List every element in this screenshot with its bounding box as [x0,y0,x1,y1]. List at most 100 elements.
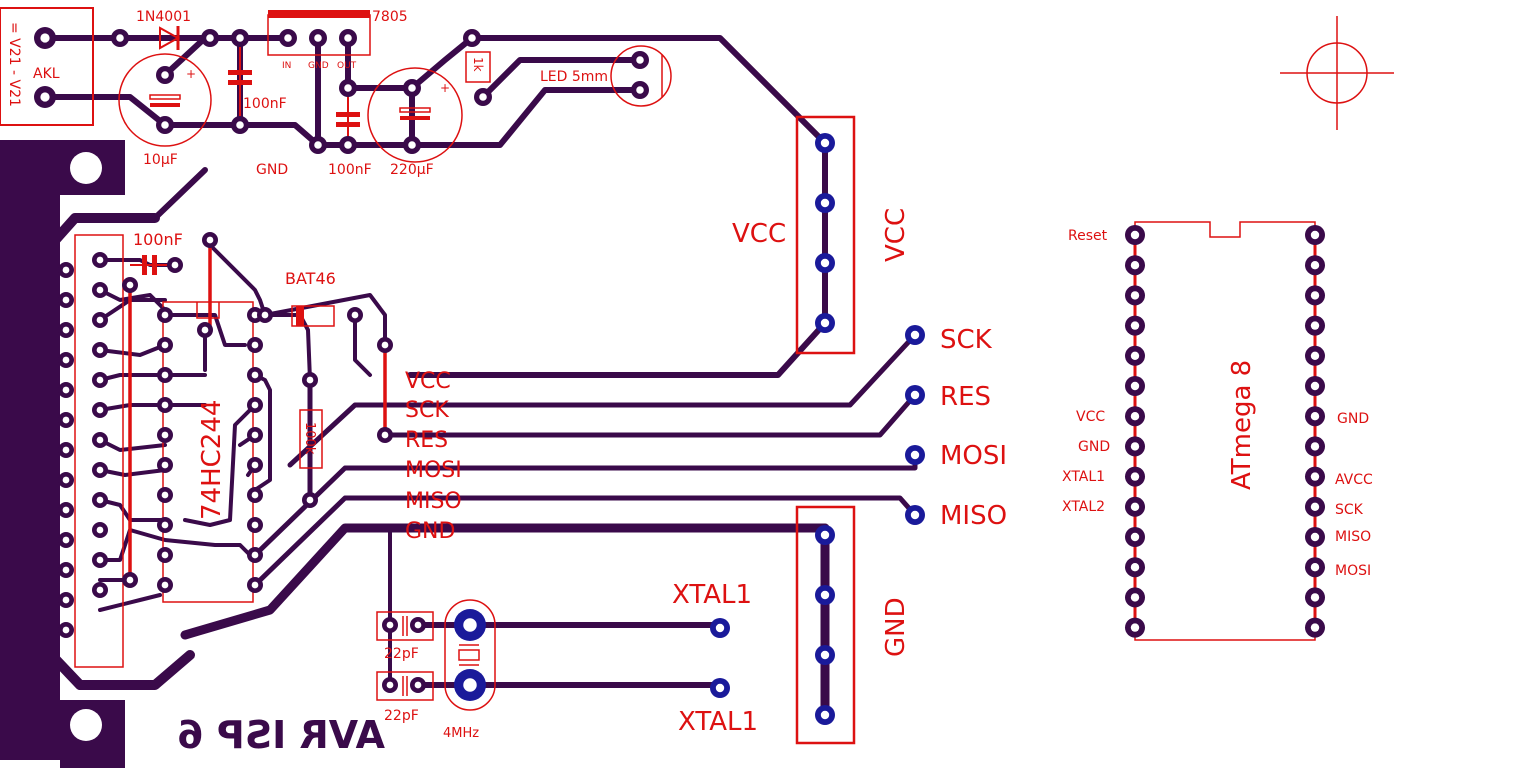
pad-ic244-r-0-hole [251,311,259,319]
terminal-label-sck: SCK [940,325,993,355]
pad-db25-a-4-hole [62,386,70,394]
diode-1n4001-symbol [159,26,181,50]
pad-power-13-hole [408,141,416,149]
cap-100nf-in-label: 100nF [243,96,287,112]
svg-text:+: + [440,81,450,95]
regulator-pin-in: IN [282,61,291,71]
board-title-mirrored: AVR ISP 6 [177,713,385,757]
pad-power-6-hole [284,34,292,42]
pad-ic244-l-5-hole [161,461,169,469]
pad-vcc-header-0-hole [820,138,830,148]
pad-db25-a-8-hole [62,506,70,514]
vcc-header-outer-label: VCC [881,208,911,262]
svg-text:+: + [186,67,196,81]
pad-db25-b-5-hole [96,406,104,414]
pad-db25-a-0-hole [62,266,70,274]
cap-100nf-out-label: 100nF [328,162,372,178]
atmega-right-gnd: GND [1337,411,1369,427]
cap-100nf-buffer-label: 100nF [133,230,183,249]
cap-220uf-label: 220µF [390,162,434,178]
pad-atmega-l-9-hole [1130,502,1140,511]
pad-ic244-l-4-hole [161,431,169,439]
pad-atmega-l-12-hole [1130,593,1140,602]
pad-atmega-r-5-hole [1310,381,1320,391]
pad-atmega-l-6-hole [1130,412,1140,421]
pad-ic244-r-5-hole [251,461,259,469]
gnd-header-outline [795,505,856,745]
pad-db25-b-3-hole [96,346,104,354]
pad-ic244-r-9-hole [251,581,259,589]
led-label: LED 5mm [540,69,608,85]
pad-misc-7-hole [381,341,389,349]
pad-22pf-2-hole [386,681,394,689]
pad-xtal-out-1-hole [715,683,725,693]
atmega8-label: ATmega 8 [1227,360,1257,490]
pad-ic244-r-4-hole [251,431,259,439]
atmega-right-mosi: MOSI [1335,563,1371,579]
pad-ic244-r-7-hole [251,521,259,529]
ic-74hc244-outline [162,301,254,603]
ic-74hc244-label: 74HC244 [197,400,227,520]
pad-atmega-l-5-hole [1130,381,1140,391]
regulator-pin-out: OUT [337,61,357,71]
pad-db25-a-7-hole [62,476,70,484]
pad-misc-1-hole [126,576,134,584]
pad-atmega-r-13-hole [1310,623,1320,632]
pad-db25-a-11-hole [62,596,70,604]
pad-atmega-r-0-hole [1310,230,1320,240]
pad-power-7-hole [314,34,322,42]
db25-outline [74,234,124,668]
terminal-label-res: RES [940,382,991,412]
pad-misc-6-hole [351,311,359,319]
pad-power-5-hole [161,121,169,129]
diode-1n4001-label: 1N4001 [136,9,191,25]
pad-ic244-r-3-hole [251,401,259,409]
atmega-left-xtal2: XTAL2 [1062,499,1105,515]
pad-vcc-header-1-hole [820,198,830,208]
pad-ic244-l-1-hole [161,341,169,349]
pad-power-3-hole [236,121,244,129]
pad-terminal-2-hole [910,450,920,460]
pad-power-4-hole [161,71,169,79]
pad-db25-a-12-hole [62,626,70,634]
pad-db25-a-9-hole [62,536,70,544]
crystal-label: 4MHz [443,726,479,741]
pad-power-2-hole [236,34,244,42]
pad-atmega-r-1-hole [1310,261,1320,270]
pad-atmega-r-8-hole [1310,472,1320,481]
pad-atmega-r-12-hole [1310,593,1320,602]
pad-atmega-r-3-hole [1310,321,1320,330]
pad-ic244-l-7-hole [161,521,169,529]
pad-crystal-0-hole [463,618,477,632]
pad-vcc-header-3-hole [820,318,830,328]
pad-22pf-0-hole [386,621,394,629]
bus-label-vcc: VCC [405,369,451,394]
pad-db25-a-6-hole [62,446,70,454]
pad-atmega-l-7-hole [1130,442,1140,451]
atmega-right-sck: SCK [1335,502,1364,518]
pad-db25-a-5-hole [62,416,70,424]
pad-atmega-r-11-hole [1310,563,1320,572]
resistor-1k-label: 1k [471,57,485,72]
resistor-100k-label: 100k [302,422,317,455]
pad-terminal-0-hole [910,330,920,340]
atmega-left-xtal1: XTAL1 [1062,469,1105,485]
pad-power-1-hole [206,34,214,42]
cap-10uf-outline [118,53,212,147]
pad-atmega-r-4-hole [1310,351,1320,360]
pad-gnd-header-3-hole [820,710,830,720]
pad-ic244-r-2-hole [251,371,259,379]
pad-power-0-hole [116,34,124,42]
pad-terminal-1-hole [910,390,920,400]
cap-22pf-2-outline [376,671,434,701]
pad-atmega-l-0-hole [1130,230,1140,240]
pad-akl-1-hole [40,92,50,102]
cap-22pf-2-label: 22pF [384,708,419,724]
led-outline [610,45,672,107]
pad-atmega-l-1-hole [1130,261,1140,270]
pad-gnd-header-1-hole [820,590,830,600]
resistor-1k-outline [465,51,491,83]
pad-power-17-hole [636,86,644,94]
akl-voltage-note: = V21 - V21 [6,22,22,107]
xtal1-output-label-top: XTAL1 [672,580,752,610]
